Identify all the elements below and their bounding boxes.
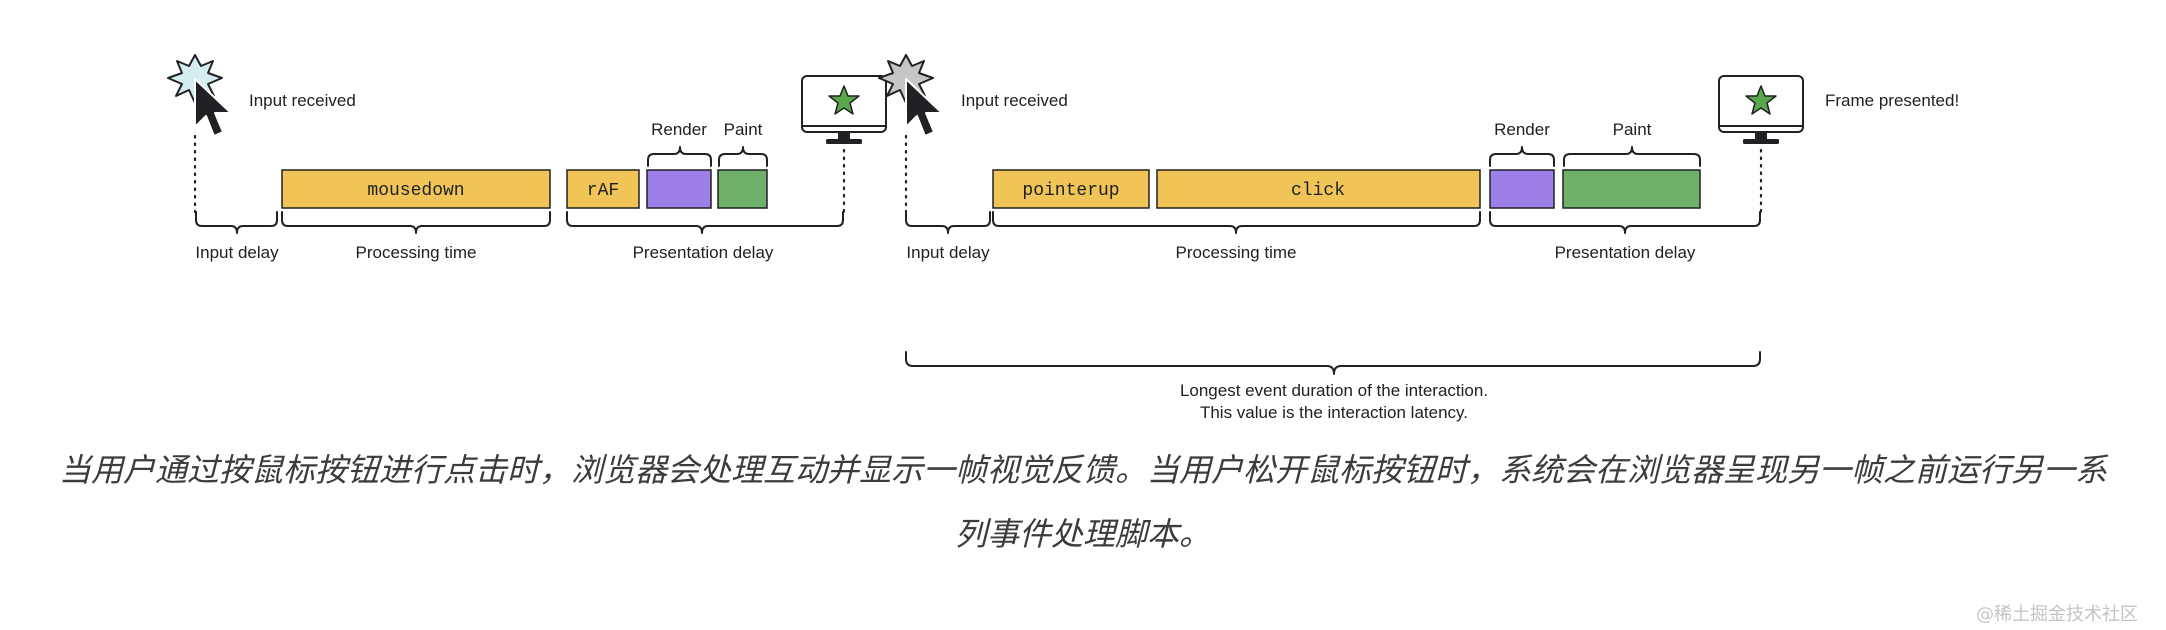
monitor-icon: [801, 75, 887, 144]
paint-label: Paint: [724, 120, 763, 139]
input-delay-label: Input delay: [906, 243, 990, 262]
input-received-label: Input received: [249, 91, 356, 110]
pointerup-label: pointerup: [1022, 181, 1119, 201]
render-brace: [1489, 146, 1555, 167]
processing-time-brace: [992, 211, 1481, 234]
figure-caption: 当用户通过按鼠标按钮进行点击时，浏览器会处理互动并显示一帧视觉反馈。当用户松开鼠…: [0, 438, 2166, 566]
interaction-latency-label: This value is the interaction latency.: [1200, 403, 1468, 422]
frame-presented-label: Frame presented!: [1825, 91, 1959, 110]
raf-label: rAF: [587, 181, 619, 201]
paint-bar: [1562, 169, 1701, 209]
mousedown-label: mousedown: [367, 181, 464, 201]
left-diagram: Input received mousedown rAF Render Pain…: [167, 54, 887, 262]
presentation-delay-label: Presentation delay: [1555, 243, 1696, 262]
monitor-icon: [1718, 75, 1804, 144]
paint-label: Paint: [1613, 120, 1652, 139]
input-received-label: Input received: [961, 91, 1068, 110]
click-label: click: [1291, 181, 1345, 201]
raf-task-bar: [566, 169, 640, 209]
input-delay-label: Input delay: [195, 243, 279, 262]
render-label: Render: [1494, 120, 1550, 139]
star-icon: [828, 85, 860, 115]
processing-time-label: Processing time: [356, 243, 477, 262]
presentation-delay-label: Presentation delay: [633, 243, 774, 262]
cursor-arrow-icon: [194, 78, 232, 137]
interaction-latency-brace: [905, 351, 1761, 375]
right-diagram: Input received pointerup click Render Pa…: [878, 54, 1959, 422]
paint-brace: [718, 146, 768, 167]
pointerup-task-bar: [992, 169, 1150, 209]
watermark: @稀土掘金技术社区: [1976, 604, 2138, 625]
longest-duration-label: Longest event duration of the interactio…: [1180, 381, 1488, 400]
presentation-delay-brace: [1489, 211, 1761, 234]
mousedown-task-bar: [281, 169, 551, 209]
caption-line-1: 当用户通过按鼠标按钮进行点击时，浏览器会处理互动并显示一帧视觉反馈。当用户松开鼠…: [58, 451, 2107, 489]
cursor-arrow-icon: [905, 78, 943, 137]
processing-time-brace: [281, 211, 551, 234]
render-bar: [1489, 169, 1555, 209]
paint-brace: [1563, 146, 1701, 167]
processing-time-label: Processing time: [1176, 243, 1297, 262]
render-brace: [647, 146, 712, 167]
render-label: Render: [651, 120, 707, 139]
paint-bar: [717, 169, 768, 209]
click-task-bar: [1156, 169, 1481, 209]
input-delay-brace: [905, 211, 991, 234]
star-icon: [1745, 85, 1777, 115]
input-delay-brace: [195, 211, 278, 234]
presentation-delay-brace: [566, 211, 844, 234]
caption-line-2: 列事件处理脚本。: [954, 515, 1211, 553]
render-bar: [646, 169, 712, 209]
